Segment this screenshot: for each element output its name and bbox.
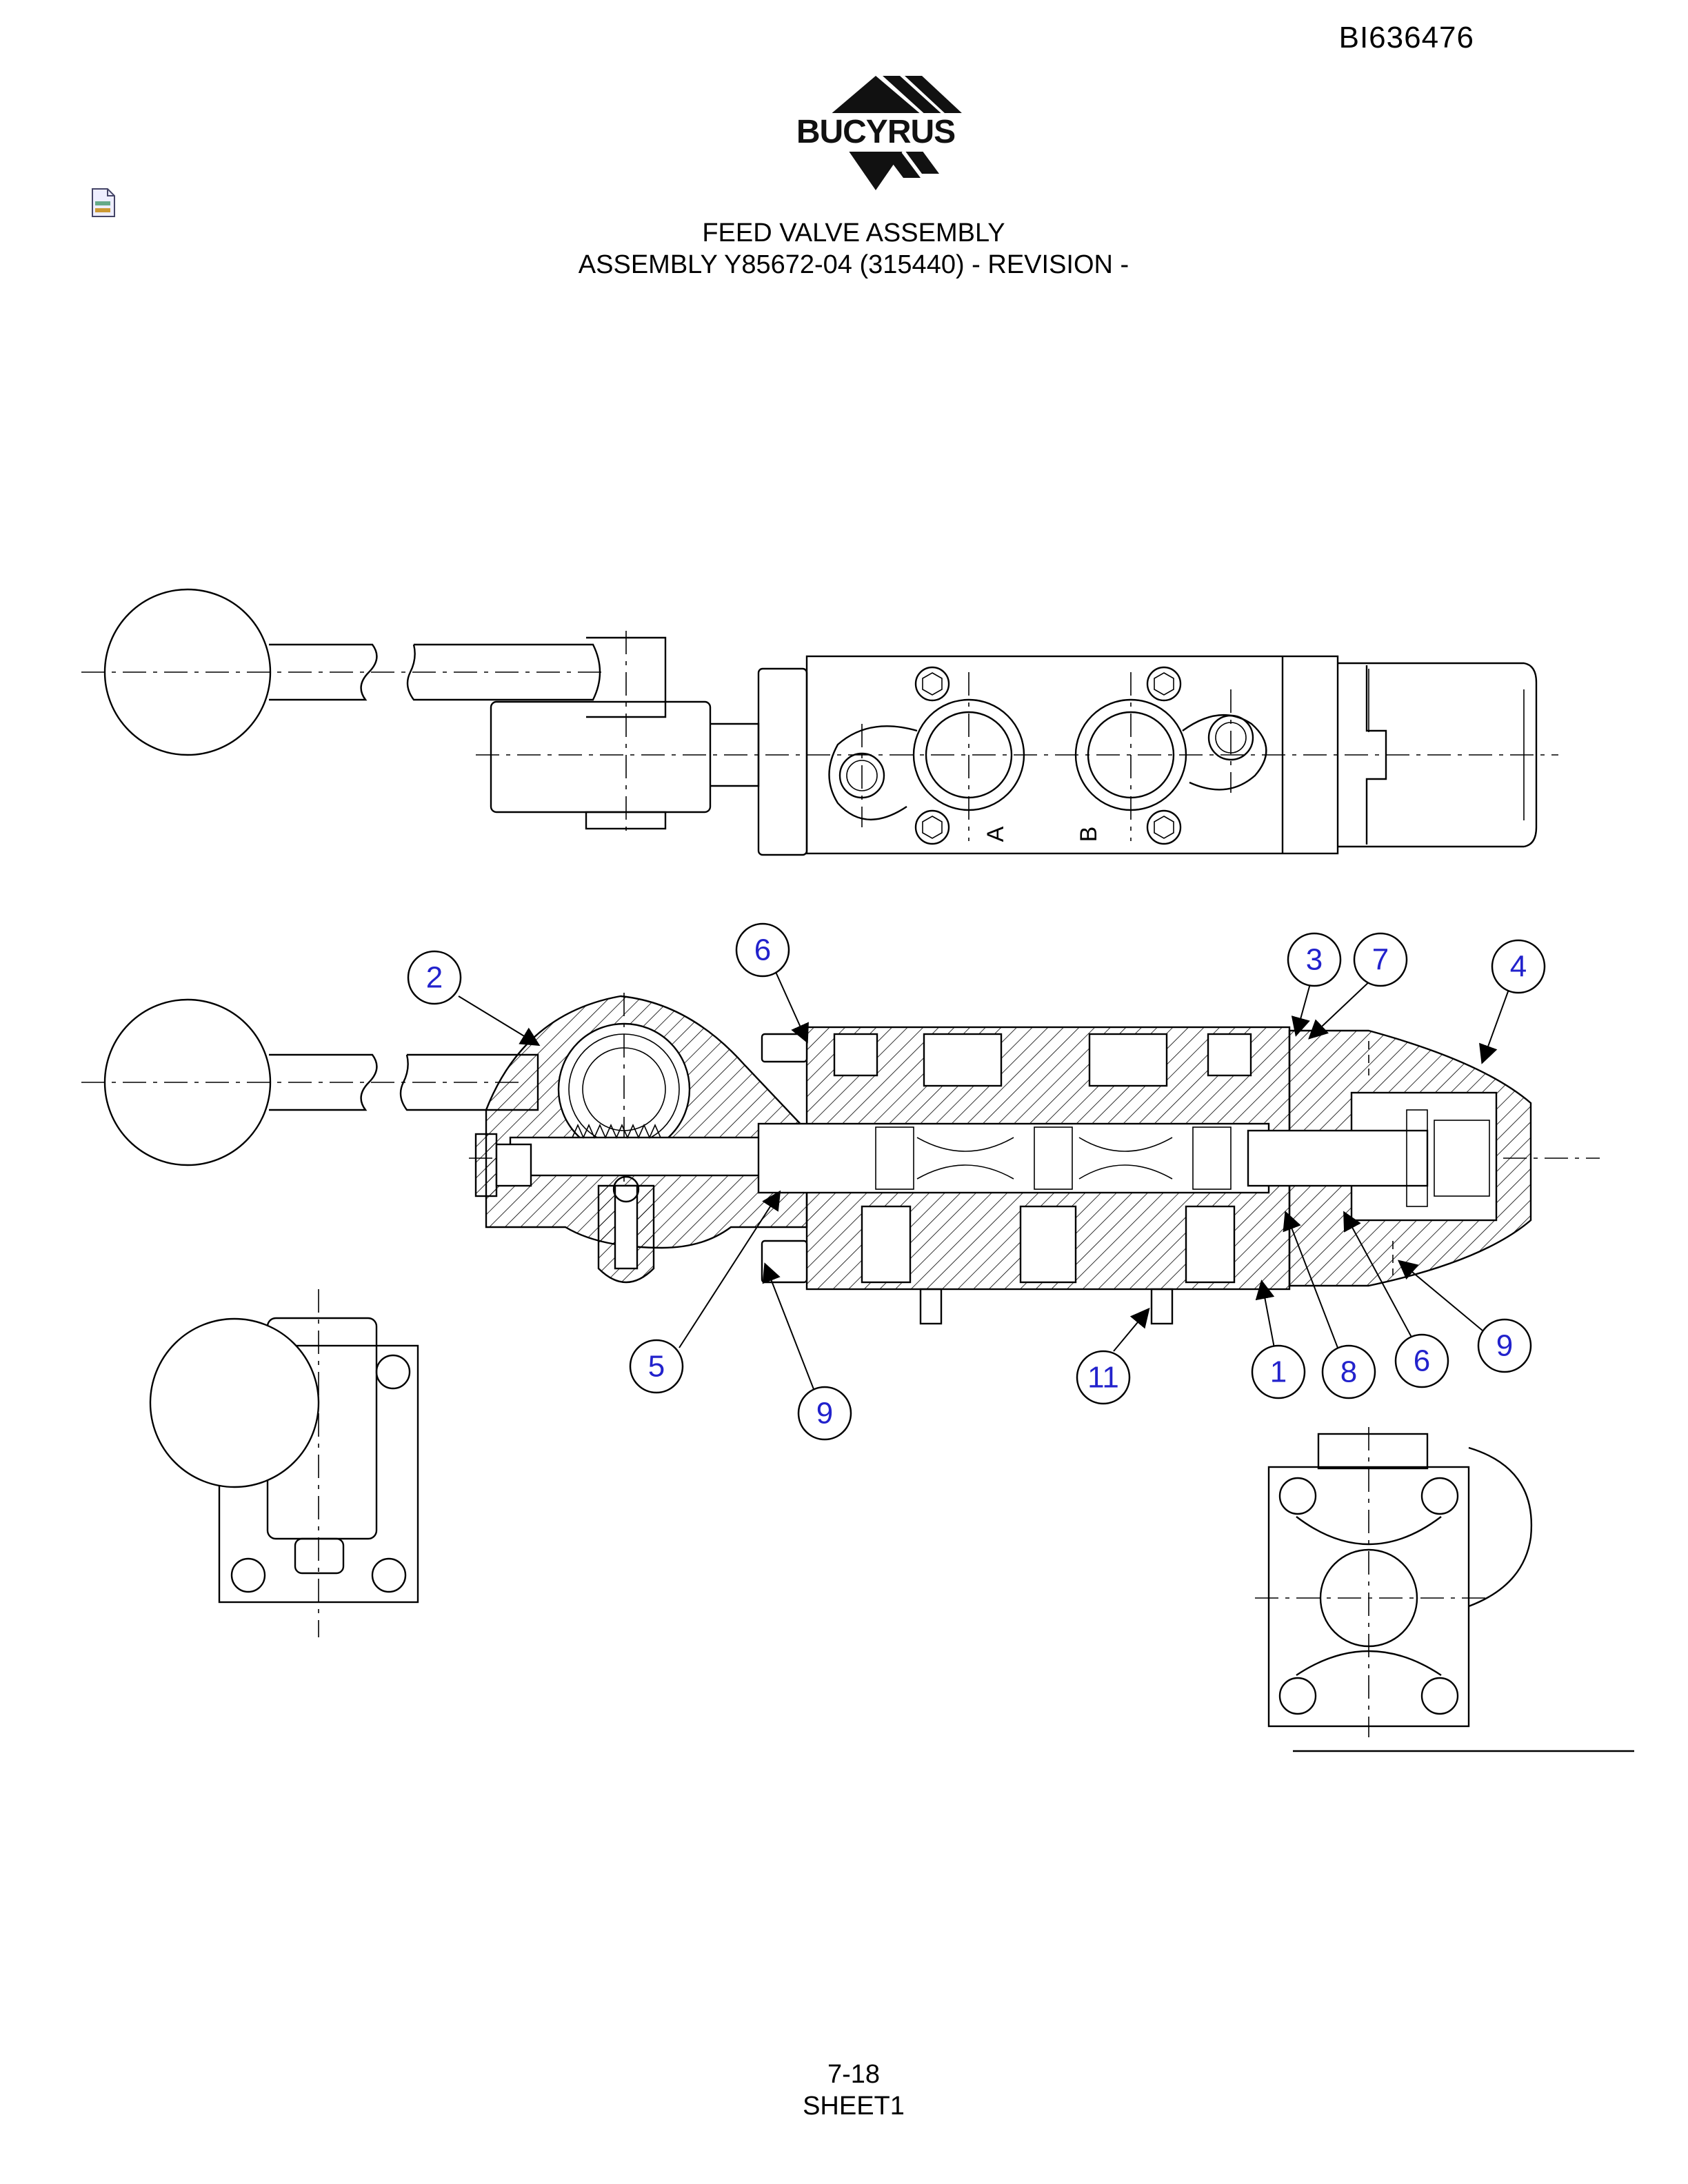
svg-text:4: 4 <box>1510 950 1527 984</box>
callout-5: 5 <box>629 1339 684 1394</box>
document-number: BI636476 <box>1338 21 1474 54</box>
right-end-view <box>1255 1427 1634 1752</box>
svg-text:9: 9 <box>1496 1329 1513 1363</box>
top-view: A B <box>81 588 1558 856</box>
logo-mark <box>821 76 972 190</box>
callout-11: 11 <box>1076 1350 1131 1405</box>
drawing-title-block: FEED VALVE ASSEMBLY ASSEMBLY Y85672-04 (… <box>0 217 1688 281</box>
callout-4: 4 <box>1491 939 1546 994</box>
callout-9-bottom-right: 9 <box>1477 1318 1532 1373</box>
left-end-view <box>149 1289 419 1637</box>
page-number: 7-18 <box>827 2060 881 2089</box>
callout-8: 8 <box>1321 1344 1376 1399</box>
drawing-title: FEED VALVE ASSEMBLY <box>702 219 1005 247</box>
svg-text:7: 7 <box>1372 943 1389 977</box>
svg-text:9: 9 <box>816 1397 833 1430</box>
svg-text:1: 1 <box>1270 1355 1287 1389</box>
svg-text:5: 5 <box>648 1350 665 1384</box>
port-label-b: B <box>1076 827 1102 842</box>
svg-text:3: 3 <box>1306 943 1323 977</box>
callout-9-bottom-left: 9 <box>797 1386 852 1441</box>
callout-1: 1 <box>1251 1344 1306 1399</box>
callout-7: 7 <box>1353 932 1408 987</box>
svg-text:2: 2 <box>426 961 443 995</box>
callout-3: 3 <box>1287 932 1342 987</box>
document-attachment-icon[interactable] <box>90 188 117 218</box>
spool-lands <box>875 1126 1232 1190</box>
page-footer: 7-18 SHEET1 <box>0 2059 1688 2122</box>
svg-text:8: 8 <box>1340 1355 1357 1389</box>
section-view <box>81 993 1600 1325</box>
sheet-label: SHEET1 <box>803 2092 905 2121</box>
callout-6-bottom: 6 <box>1394 1333 1449 1388</box>
logo-wordmark: BUCYRUS <box>779 113 972 152</box>
leader-lines <box>458 971 1511 1390</box>
bucyrus-logo: BUCYRUS <box>779 74 972 192</box>
callout-6-top: 6 <box>735 922 790 978</box>
callout-2: 2 <box>407 950 462 1005</box>
svg-text:6: 6 <box>1414 1344 1430 1378</box>
bolt-heads-top <box>914 666 1182 845</box>
assembly-number: ASSEMBLY Y85672-04 (315440) - REVISION - <box>578 250 1129 279</box>
svg-text:11: 11 <box>1087 1361 1119 1395</box>
port-label-a: A <box>983 826 1009 842</box>
svg-text:6: 6 <box>754 933 771 967</box>
